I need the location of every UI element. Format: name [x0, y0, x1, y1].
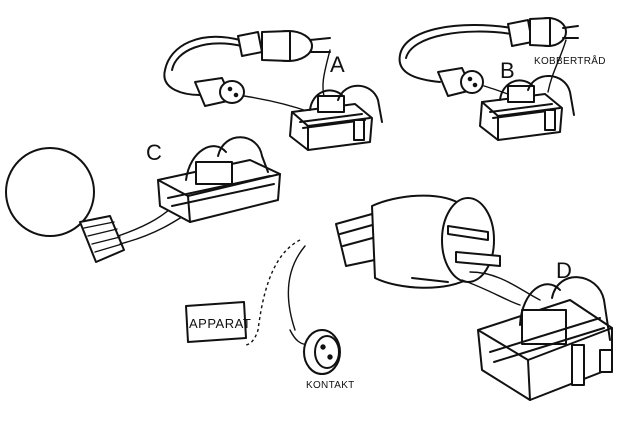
battery-d	[477, 276, 613, 401]
battery-c	[157, 136, 281, 223]
socket-b	[437, 67, 484, 97]
label-c: C	[146, 140, 162, 165]
kontakt-socket: KONTAKT	[289, 329, 355, 391]
light-bulb	[5, 147, 125, 263]
label-d: D	[556, 258, 572, 283]
large-plug	[335, 194, 501, 289]
setup-b: KOBBERTRÅD B	[398, 17, 606, 141]
label-kontakt: KONTAKT	[306, 380, 355, 391]
plug-a	[237, 30, 331, 62]
setup-c: C	[5, 136, 281, 263]
label-apparat: APPARAT	[189, 316, 251, 331]
label-kobbertraad: KOBBERTRÅD	[534, 54, 606, 67]
setup-a: A	[163, 30, 383, 151]
plug-b	[507, 17, 579, 47]
battery-a	[289, 84, 383, 151]
battery-b	[479, 75, 575, 141]
setup-d: APPARAT KONTAKT	[185, 194, 613, 401]
label-a: A	[330, 52, 345, 77]
label-b: B	[500, 58, 515, 83]
socket-a	[194, 77, 245, 107]
apparat-box: APPARAT	[185, 301, 251, 343]
